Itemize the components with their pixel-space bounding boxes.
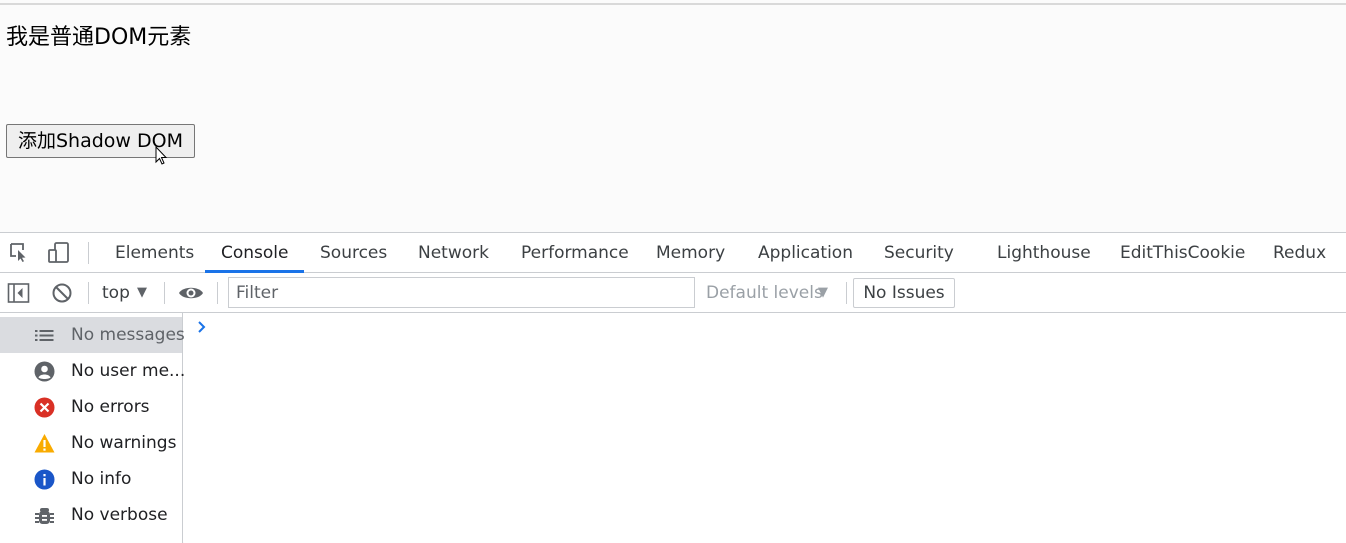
tab-elements[interactable]: Elements — [115, 243, 195, 263]
live-expression-eye-icon[interactable] — [178, 282, 204, 304]
sidebar-item-label: No info — [71, 469, 132, 489]
toolbar-separator — [217, 282, 218, 304]
tab-sources[interactable]: Sources — [320, 243, 388, 263]
toolbar-separator — [164, 282, 165, 304]
dropdown-arrow-icon: ▼ — [137, 285, 147, 300]
sidebar-item-verbose[interactable]: No verbose — [0, 497, 182, 533]
active-tab-indicator — [205, 270, 304, 273]
tab-console[interactable]: Console — [221, 243, 289, 263]
add-shadow-dom-button[interactable]: 添加Shadow DOM — [6, 124, 195, 158]
dropdown-arrow-icon: ▼ — [818, 285, 828, 300]
console-prompt-chevron-icon — [198, 321, 206, 333]
warning-icon — [34, 434, 55, 453]
sidebar-item-label: No messages — [71, 325, 185, 345]
context-selector[interactable]: top — [102, 283, 130, 303]
info-icon — [34, 469, 55, 490]
bug-icon — [35, 508, 54, 524]
sidebar-item-user-messages[interactable]: No user me... — [0, 353, 186, 389]
sidebar-item-messages[interactable]: No messages — [0, 317, 185, 353]
sidebar-item-info[interactable]: No info — [0, 461, 182, 497]
sidebar-item-label: No user me... — [71, 361, 186, 381]
tab-memory[interactable]: Memory — [656, 243, 726, 263]
tab-editthiscookie[interactable]: EditThisCookie — [1120, 243, 1246, 263]
toolbar-separator — [88, 282, 89, 304]
clear-console-icon[interactable] — [51, 282, 73, 304]
toolbar-separator — [846, 282, 847, 304]
inspect-element-icon[interactable] — [8, 241, 30, 263]
console-sidebar: No messages No user me... No errors — [0, 313, 186, 543]
sidebar-item-errors[interactable]: No errors — [0, 389, 182, 425]
devtools-panel: Elements Console Sources Network Perform… — [0, 232, 1346, 543]
user-icon — [34, 361, 55, 382]
devtools-tabbar: Elements Console Sources Network Perform… — [0, 233, 1346, 273]
console-output[interactable] — [184, 313, 1346, 543]
filter-input[interactable] — [228, 277, 695, 308]
issues-button[interactable]: No Issues — [853, 278, 955, 308]
error-icon — [34, 397, 55, 418]
device-toolbar-icon[interactable] — [47, 241, 71, 265]
toolbar-separator — [88, 242, 89, 264]
page-text: 我是普通DOM元素 — [6, 25, 192, 50]
tab-network[interactable]: Network — [418, 243, 489, 263]
sidebar-toggle-icon[interactable] — [7, 282, 30, 304]
tab-security[interactable]: Security — [884, 243, 954, 263]
sidebar-item-label: No verbose — [71, 505, 168, 525]
tab-application[interactable]: Application — [758, 243, 853, 263]
default-levels-dropdown[interactable]: Default levels — [706, 283, 823, 303]
mouse-cursor-icon — [155, 146, 168, 165]
tab-performance[interactable]: Performance — [521, 243, 629, 263]
tab-lighthouse[interactable]: Lighthouse — [997, 243, 1091, 263]
page-top-border — [0, 3, 1346, 5]
list-icon — [35, 330, 54, 341]
tab-redux[interactable]: Redux — [1273, 243, 1327, 263]
sidebar-item-warnings[interactable]: No warnings — [0, 425, 182, 461]
sidebar-item-label: No errors — [71, 397, 150, 417]
sidebar-item-label: No warnings — [71, 433, 177, 453]
console-toolbar: top ▼ Default levels ▼ No Issues — [0, 273, 1346, 313]
